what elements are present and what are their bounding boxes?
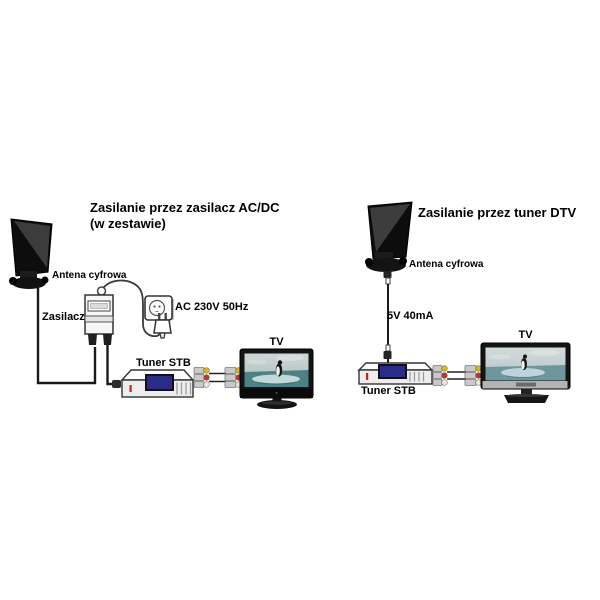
right-rca-cable (432, 365, 482, 386)
left-tuner-stb-icon (120, 369, 195, 398)
left-diagram-title-line1: Zasilanie przez zasilacz AC/DC (90, 200, 280, 215)
left-tv-icon (239, 348, 314, 409)
left-antenna-icon (9, 218, 53, 289)
ac-power-cable (102, 279, 163, 338)
left-diagram-title-line2: (w zestawie) (90, 216, 166, 231)
right-diagram-title: Zasilanie przez tuner DTV (418, 205, 577, 220)
power-supply-label: Zasilacz (42, 311, 85, 323)
right-antenna-icon (365, 201, 413, 272)
right-tv-icon (480, 342, 571, 403)
right-antenna-cable (383, 271, 392, 364)
cable-voltage-label: 5V 40mA (387, 310, 434, 322)
right-antenna-label: Antena cyfrowa (409, 259, 484, 270)
right-tuner-stb-icon (357, 362, 434, 385)
power-supply-icon (84, 286, 114, 345)
left-tuner-label: Tuner STB (136, 357, 191, 369)
right-tv-label: TV (518, 329, 533, 341)
psu-to-tuner-wire (106, 345, 121, 388)
ac-plug-icon (153, 313, 172, 339)
left-antenna-label: Antena cyfrowa (52, 270, 127, 281)
left-antenna-to-psu-wire (36, 288, 97, 385)
wall-outlet-icon (144, 295, 174, 321)
right-tuner-label: Tuner STB (361, 385, 416, 397)
left-rca-cable (193, 367, 242, 388)
ac-outlet-label: AC 230V 50Hz (175, 301, 249, 313)
left-tv-label: TV (269, 336, 284, 348)
